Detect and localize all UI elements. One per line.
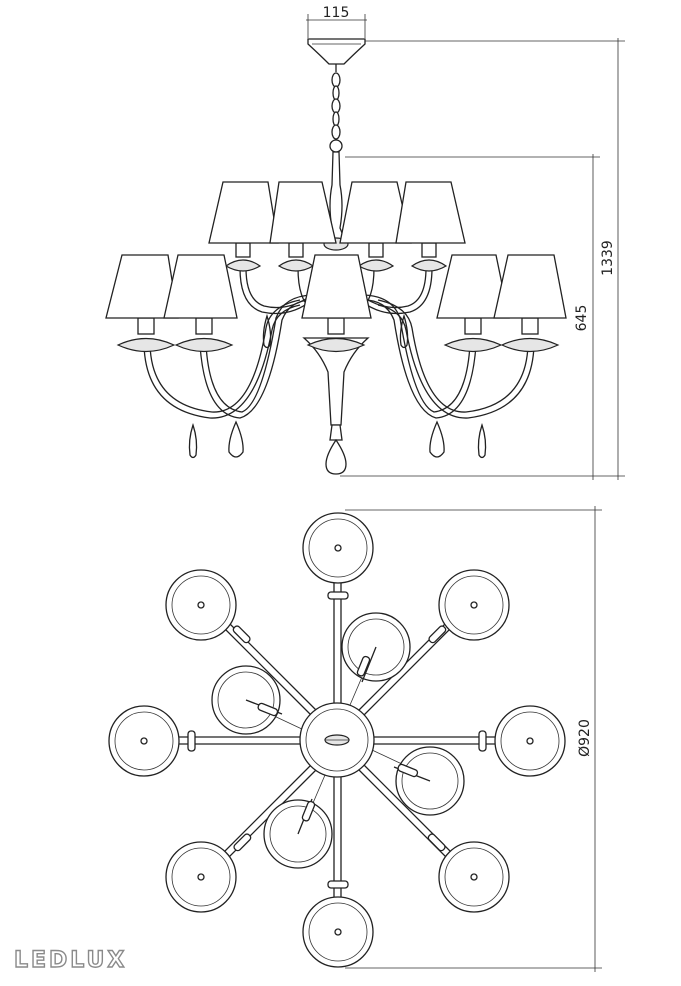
arm-collars (187, 591, 487, 889)
side-view (105, 38, 567, 475)
central-hub (299, 702, 375, 778)
dimension-lines (306, 14, 625, 972)
inner-cups (211, 612, 465, 869)
chain (329, 64, 343, 153)
crystal-drops (188, 313, 487, 475)
dimension-total-height: 1339 (600, 240, 616, 276)
canopy (307, 38, 366, 65)
upper-tier-shades (208, 181, 466, 272)
dimension-canopy-width: 115 (323, 5, 350, 21)
brand-watermark: LEDLUX (14, 948, 127, 973)
dimension-body-height: 645 (574, 305, 590, 332)
lower-tier-shades (105, 254, 567, 353)
dimension-diameter: Ø920 (577, 719, 593, 757)
top-view (108, 512, 566, 968)
outer-cups (108, 512, 566, 968)
